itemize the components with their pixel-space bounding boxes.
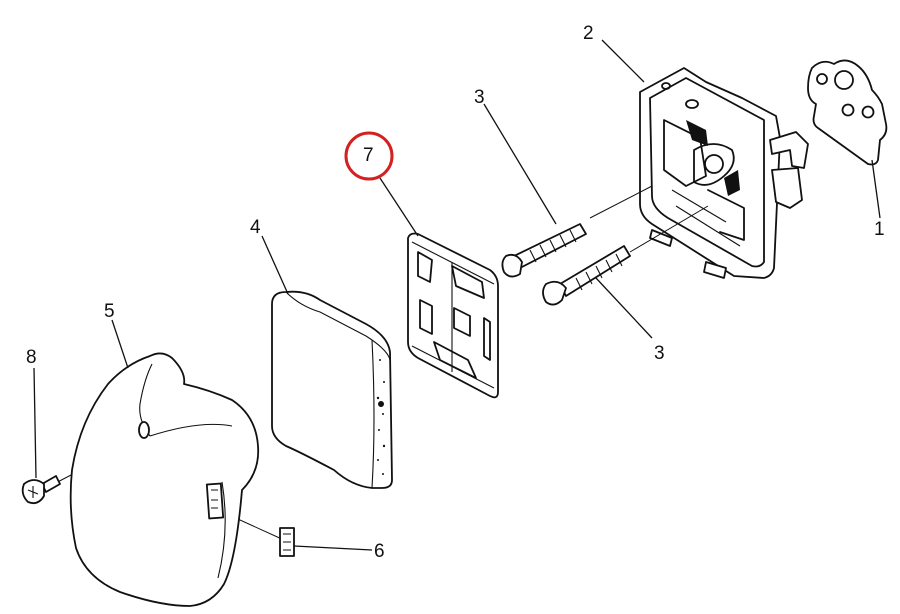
element-frame bbox=[407, 232, 499, 399]
callout-6: 6 bbox=[374, 541, 385, 562]
foam-element bbox=[271, 290, 393, 489]
screw-lower bbox=[542, 245, 631, 306]
intake-cover bbox=[69, 352, 260, 607]
callout-2: 2 bbox=[583, 23, 594, 44]
highlight-circle bbox=[344, 131, 394, 181]
callout-4: 4 bbox=[250, 217, 261, 238]
callout-3a: 3 bbox=[474, 87, 485, 108]
callout-1: 1 bbox=[874, 219, 885, 240]
callout-5: 5 bbox=[104, 301, 115, 322]
gasket bbox=[807, 59, 888, 166]
air-box-housing bbox=[639, 67, 809, 279]
screw-upper bbox=[501, 223, 587, 278]
callout-7: 7 bbox=[363, 145, 374, 166]
decal-label bbox=[279, 527, 295, 557]
cover-bolt bbox=[21, 475, 61, 505]
leader-lines bbox=[33, 39, 881, 551]
callout-8: 8 bbox=[26, 347, 37, 368]
callout-3b: 3 bbox=[654, 343, 665, 364]
